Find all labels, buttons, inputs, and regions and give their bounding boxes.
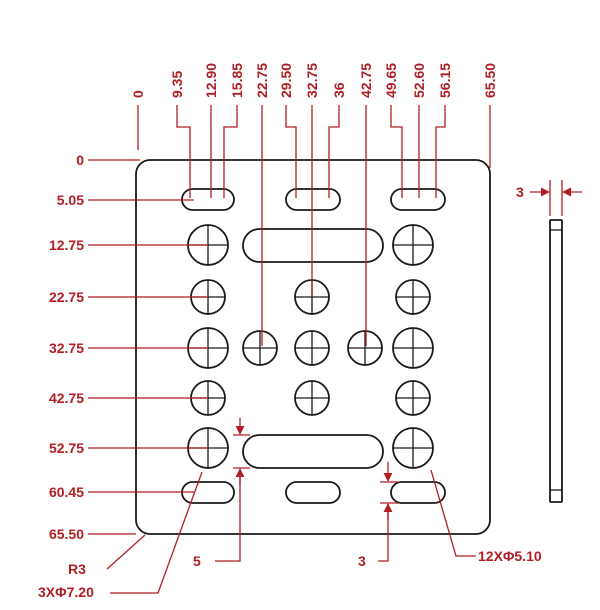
- hole: [392, 327, 434, 369]
- slot: [390, 481, 446, 504]
- y-dimension: 52.75: [49, 440, 208, 456]
- x-dimension: 65.50: [482, 63, 498, 168]
- y-dimension-label: 12.75: [49, 237, 84, 253]
- slot: [285, 188, 341, 211]
- hole: [242, 330, 278, 366]
- slot: [285, 481, 341, 504]
- side-view-profile: [549, 219, 563, 503]
- x-dimension-label: 49.65: [383, 63, 399, 98]
- x-dimension: 15.85: [223, 63, 245, 198]
- x-dimension-label: 12.90: [203, 63, 219, 98]
- y-dimension-label: 60.45: [49, 484, 84, 500]
- x-dimension: 9.35: [169, 71, 191, 198]
- hole: [294, 380, 330, 416]
- side-view: 3: [516, 180, 582, 503]
- x-dimension: 32.75: [304, 63, 320, 296]
- y-dimension: 42.75: [49, 390, 208, 406]
- thickness-label: 3: [516, 184, 524, 200]
- x-dimension-label: 9.35: [169, 71, 185, 98]
- small-holes-label: 12XΦ5.10: [478, 548, 542, 564]
- hole: [392, 224, 434, 266]
- y-dimension-label: 22.75: [49, 289, 84, 305]
- y-dimension-label: 65.50: [49, 526, 84, 542]
- y-dimension: 65.50: [49, 526, 136, 542]
- x-dimensions: 0 9.35 12.90 15.85 22.75 29.50 32.75 36 42.75 49.…: [130, 63, 498, 346]
- hole: [294, 330, 330, 366]
- y-dimension: 32.75: [49, 340, 208, 356]
- x-dimension-label: 29.50: [278, 63, 294, 98]
- y-dimension: 5.05: [57, 192, 194, 208]
- y-dimensions: 0 5.05 12.75 22.75 32.75 42.75 52.75 60.45 65.50: [49, 152, 208, 542]
- x-dimension: 56.15: [435, 63, 453, 198]
- x-dimension: 22.75: [254, 63, 270, 346]
- x-dimension-label: 0: [130, 90, 146, 98]
- y-dimension-label: 0: [76, 152, 84, 168]
- y-dimension-label: 52.75: [49, 440, 84, 456]
- corner-radius-label: R3: [68, 561, 86, 577]
- large-holes-label: 3XΦ7.20: [38, 584, 94, 600]
- callouts: R3 3XΦ7.20 5 3 12XΦ5.10: [38, 418, 542, 600]
- slot: [242, 228, 384, 263]
- y-dimension-label: 5.05: [57, 192, 84, 208]
- x-dimension: 29.50: [278, 63, 297, 198]
- hole: [395, 279, 431, 315]
- slots: [181, 188, 446, 504]
- x-dimension-label: 15.85: [229, 63, 245, 98]
- y-dimension: 60.45: [49, 484, 194, 500]
- slot-gap-label: 3: [358, 553, 366, 569]
- slot: [390, 188, 446, 211]
- x-dimension: 49.65: [383, 63, 403, 198]
- hole: [395, 380, 431, 416]
- y-dimension-label: 32.75: [49, 340, 84, 356]
- hole: [392, 427, 434, 469]
- y-dimension: 12.75: [49, 237, 208, 253]
- y-dimension: 22.75: [49, 289, 208, 305]
- x-dimension-label: 32.75: [304, 63, 320, 98]
- x-dimension: 42.75: [358, 63, 374, 346]
- x-dimension-label: 36: [331, 82, 347, 98]
- x-dimension-label: 42.75: [358, 63, 374, 98]
- slot: [242, 434, 384, 469]
- hole: [347, 330, 383, 366]
- x-dimension-label: 56.15: [437, 63, 453, 98]
- y-dimension-label: 42.75: [49, 390, 84, 406]
- slot-width-label: 5: [193, 553, 201, 569]
- x-dimension: 36: [328, 82, 347, 198]
- x-dimension-label: 22.75: [254, 63, 270, 98]
- x-dimension-label: 52.60: [411, 63, 427, 98]
- x-dimension-label: 65.50: [482, 63, 498, 98]
- y-dimension: 0: [76, 152, 140, 168]
- x-dimension: 52.60: [411, 63, 427, 198]
- x-dimension: 12.90: [203, 63, 219, 198]
- x-dimension: 0: [130, 90, 146, 150]
